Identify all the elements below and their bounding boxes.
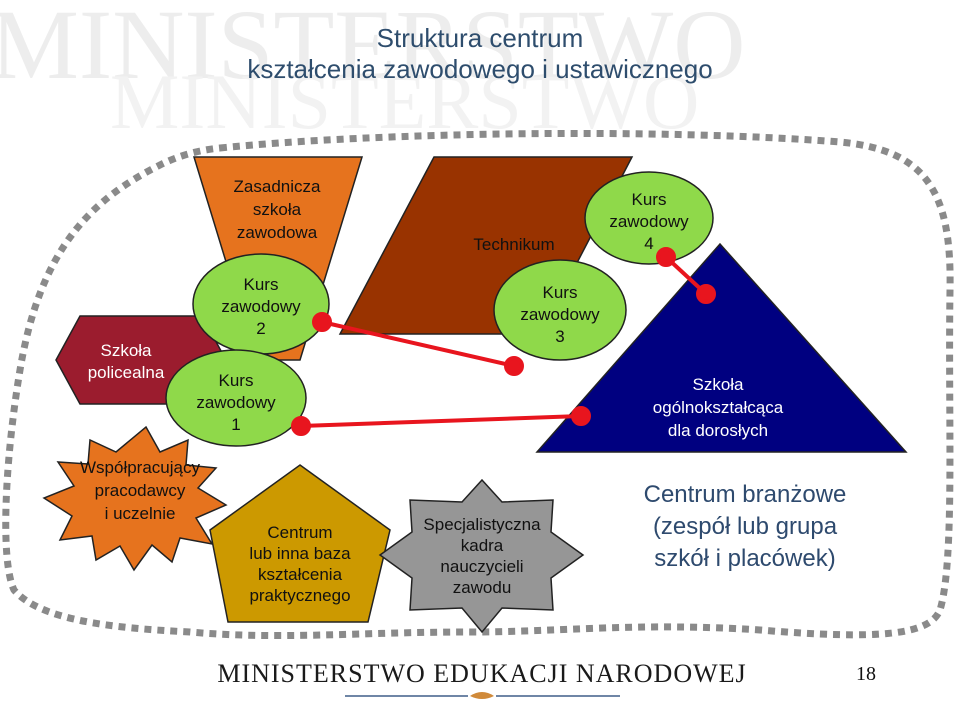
zasadnicza-line-3: zawodowa <box>237 223 318 242</box>
kurs-4-line-1: Kurs <box>632 190 667 209</box>
connector-dot <box>312 312 332 332</box>
szkola-ogolnoksztalcaca-line-2: ogólnokształcąca <box>653 398 784 417</box>
watermark: MINISTERSTWO MINISTERSTWO <box>0 0 746 145</box>
kurs-3-line-3: 3 <box>555 327 564 346</box>
kurs-2-line-2: zawodowy <box>221 297 301 316</box>
footer-ornament-icon <box>470 692 494 699</box>
szkola-policealna-line-1: Szkoła <box>100 341 152 360</box>
wspolpracujacy-line-2: pracodawcy <box>95 481 186 500</box>
centrum-baza-shape <box>209 464 391 623</box>
connector-dot <box>504 356 524 376</box>
footer-logo-line <box>345 692 620 699</box>
kurs-3-line-1: Kurs <box>543 283 578 302</box>
footer-ministry: MINISTERSTWO EDUKACJI NARODOWEJ <box>217 659 746 688</box>
title-line-1: Struktura centrum <box>377 23 584 53</box>
centrum-baza-line-3: kształcenia <box>258 565 343 584</box>
kurs-3-shape <box>493 259 627 361</box>
page-number: 18 <box>856 663 876 685</box>
specjalistyczna-line-3: nauczycieli <box>440 557 523 576</box>
connectors <box>291 247 716 436</box>
centrum-branzowe-line-1: Centrum branżowe <box>644 481 847 508</box>
watermark-line-1: MINISTERSTWO <box>0 0 746 100</box>
szkola-ogolnoksztalcaca-shape <box>535 242 908 453</box>
szkola-policealna-line-2: policealna <box>88 363 165 382</box>
connector-dot <box>696 284 716 304</box>
kurs-4-line-3: 4 <box>644 234 653 253</box>
kurs-4-shape <box>584 171 714 265</box>
kurs-3-line-2: zawodowy <box>520 305 600 324</box>
centrum-branzowe-line-2: (zespół lub grupa <box>653 513 838 540</box>
specjalistyczna-line-1: Specjalistyczna <box>423 515 541 534</box>
centrum-baza-line-4: praktycznego <box>249 586 350 605</box>
szkola-ogolnoksztalcaca-line-1: Szkoła <box>692 375 744 394</box>
connector-dot <box>291 416 311 436</box>
connector-dot <box>656 247 676 267</box>
specjalistyczna-line-2: kadra <box>461 536 504 555</box>
title-line-2: kształcenia zawodowego i ustawicznego <box>247 54 712 84</box>
zasadnicza-line-2: szkoła <box>253 200 302 219</box>
centrum-baza-line-1: Centrum <box>267 523 332 542</box>
centrum-baza-line-2: lub inna baza <box>249 544 351 563</box>
kurs-2-line-1: Kurs <box>244 275 279 294</box>
wspolpracujacy-line-3: i uczelnie <box>105 504 176 523</box>
kurs-2-line-3: 2 <box>256 319 265 338</box>
kurs-1-shape <box>165 349 307 447</box>
kurs-1-line-2: zawodowy <box>196 393 276 412</box>
specjalistyczna-line-4: zawodu <box>453 578 512 597</box>
zasadnicza-line-1: Zasadnicza <box>234 177 321 196</box>
centrum-branzowe-line-3: szkół i placówek) <box>654 545 835 572</box>
kurs-4-line-2: zawodowy <box>609 212 689 231</box>
connector-dot <box>571 406 591 426</box>
wspolpracujacy-line-1: Współpracujący <box>80 458 200 477</box>
technikum-label: Technikum <box>473 235 554 254</box>
centrum-boundary <box>2 129 954 640</box>
kurs-1-line-1: Kurs <box>219 371 254 390</box>
szkola-ogolnoksztalcaca-line-3: dla dorosłych <box>668 421 768 440</box>
specjalistyczna-kadra-shape <box>378 478 585 634</box>
connector-kurs2-kurs3 <box>321 320 515 368</box>
connector-kurs1-kurs3 <box>300 414 582 428</box>
wspolpracujacy-shape <box>42 425 228 572</box>
kurs-1-line-3: 1 <box>231 415 240 434</box>
